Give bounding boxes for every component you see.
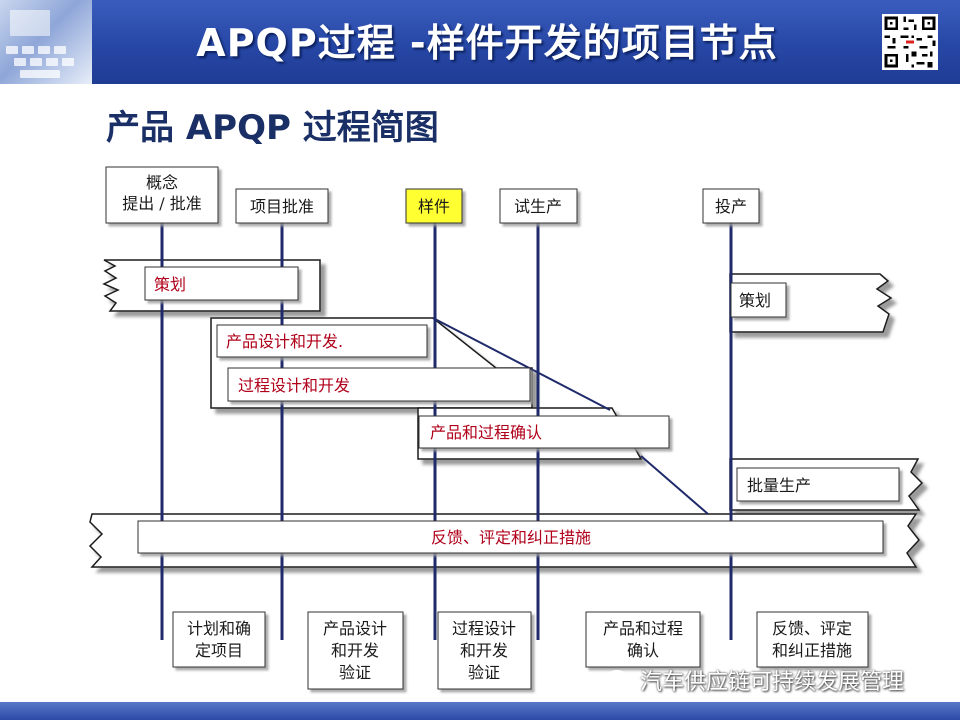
diagram-title: 产品 APQP 过程简图 [106,108,439,148]
deliverable-box-3 [437,611,532,690]
wechat-icon [606,670,634,692]
deliverable-box-1 [172,611,266,668]
milestone-box-project [235,188,329,224]
phase-label-planning-right: 策划 [739,291,771,310]
deliverable-label-5: 反馈、评定和纠正措施 [772,619,852,660]
phase-label-validation: 产品和过程确认 [430,423,542,442]
watermark-text: 汽车供应链可持续发展管理 [640,670,905,695]
milestone-label-pilot: 试生产 [514,197,562,216]
phase-label-production: 批量生产 [747,476,811,495]
phase-box-production [736,467,900,502]
phase-box-feedback [137,520,884,554]
milestone-label-launch: 投产 [715,197,747,216]
deliverable-label-4: 产品和过程确认 [603,619,683,660]
page-title: APQP过程 -样件开发的项目节点 [196,21,778,65]
footer-bar [0,702,960,720]
deliverable-box-2 [307,611,404,690]
milestone-box-concept [105,166,219,224]
milestone-box-pilot [499,188,578,224]
phase-label-process-design: 过程设计和开发 [238,376,350,395]
header-keyboard-photo [0,0,92,84]
milestone-box-launch [702,188,760,224]
deliverable-box-5 [756,611,869,668]
phase-box-planning-right [730,282,787,318]
phase-label-feedback: 反馈、评定和纠正措施 [431,528,591,547]
phase-box-product-design [216,324,428,358]
milestone-label-project: 项目批准 [250,197,314,216]
phase-box-planning-left [144,266,299,301]
milestone-label-prototype: 样件 [418,197,450,216]
deliverable-label-2: 产品设计和开发验证 [323,619,387,682]
deliverable-label-3: 过程设计和开发验证 [452,619,516,682]
phase-box-process-design [227,367,531,402]
milestone-box-prototype [405,188,463,224]
header-banner: APQP过程 -样件开发的项目节点 [0,0,960,84]
watermark: 汽车供应链可持续发展管理 [606,664,904,696]
milestone-label-concept: 概念提出 / 批准 [122,173,202,213]
qr-code-icon [882,14,938,70]
deliverable-label-1: 计划和确定项目 [187,619,251,660]
phase-box-validation [418,415,670,449]
phase-label-product-design: 产品设计和开发. [226,332,343,351]
deliverable-box-4 [585,611,701,668]
phase-label-planning-left: 策划 [154,275,186,294]
